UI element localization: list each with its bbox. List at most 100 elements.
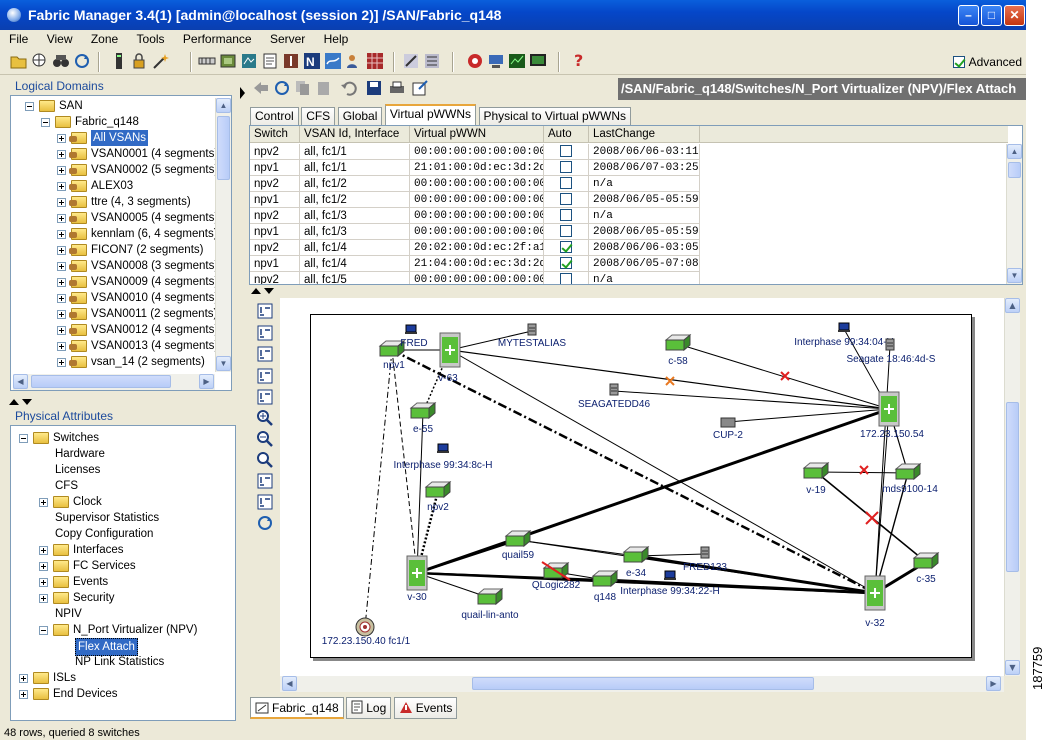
help-icon[interactable]: ? (574, 51, 584, 70)
auto-checkbox[interactable] (560, 177, 572, 189)
node-npv1[interactable] (378, 339, 406, 358)
overview-icon[interactable] (256, 302, 274, 320)
layout-icon[interactable] (256, 324, 274, 342)
switch-cell[interactable]: npv2 (250, 240, 300, 256)
expand-icon[interactable] (39, 578, 48, 587)
link-q148-v32[interactable] (604, 578, 876, 595)
refresh-icon[interactable] (273, 79, 291, 97)
binoculars-icon[interactable] (52, 52, 70, 70)
last-cell[interactable]: 2008/06/06-03:11:25 (589, 144, 700, 160)
menu-zone[interactable]: Zone (90, 32, 119, 46)
expand-icon[interactable] (57, 166, 66, 175)
expand-icon[interactable] (19, 674, 28, 683)
tab-fabric-q148[interactable]: Fabric_q148 (250, 697, 344, 719)
pwwn-cell[interactable]: 00:00:00:00:00:00:00:00 (410, 144, 544, 160)
link-seagate1-v32[interactable] (874, 345, 891, 594)
scroll-right-icon[interactable]: ▶ (199, 374, 214, 389)
collapse-up-icon[interactable] (8, 398, 34, 406)
open-folder-icon[interactable] (10, 52, 28, 70)
menu-help[interactable]: Help (323, 32, 349, 46)
auto-checkbox[interactable] (560, 161, 572, 173)
pwwn-cell[interactable]: 00:00:00:00:00:00:00:00 (410, 224, 544, 240)
switch-cell[interactable]: npv1 (250, 192, 300, 208)
menu-file[interactable]: File (9, 32, 29, 46)
link-cup2-sw17223[interactable] (727, 408, 890, 423)
collapse-icon[interactable] (25, 102, 34, 111)
node-interphase3[interactable] (664, 570, 676, 580)
menu-tools[interactable]: Tools (136, 32, 165, 46)
col-switch[interactable]: Switch (250, 126, 300, 143)
node-fred[interactable] (405, 324, 417, 334)
title-bar[interactable]: Fabric Manager 3.4(1) [admin@localhost (… (0, 0, 1026, 30)
last-cell[interactable]: 2008/06/05-07:08:38 (589, 256, 700, 272)
switch-cell[interactable]: npv2 (250, 272, 300, 284)
expand-icon[interactable] (57, 310, 66, 319)
logical-domains-hscroll[interactable]: ◀ ▶ (13, 374, 215, 390)
refresh-icon[interactable] (73, 52, 91, 70)
menu-server[interactable]: Server (269, 32, 306, 46)
auto-checkbox[interactable] (560, 273, 572, 284)
vsan-cell[interactable]: all, fc1/5 (300, 272, 410, 284)
expand-icon[interactable] (39, 594, 48, 603)
zoom-in-icon[interactable] (256, 409, 274, 427)
minimize-button[interactable]: – (958, 5, 979, 26)
tab-cfs[interactable]: CFS (301, 107, 336, 125)
node-sw17223[interactable] (878, 391, 900, 427)
last-cell[interactable]: n/a (589, 272, 700, 284)
paste-icon[interactable] (315, 79, 333, 97)
back-icon[interactable] (252, 79, 270, 97)
ping-icon[interactable] (402, 52, 420, 70)
last-cell[interactable]: 2008/06/07-03:25:18 (589, 160, 700, 176)
expand-icon[interactable] (57, 182, 66, 191)
col-lastchange[interactable]: LastChange (589, 126, 700, 143)
traffic-icon[interactable] (324, 52, 342, 70)
scroll-left-icon[interactable]: ◀ (282, 676, 297, 691)
zone-icon[interactable] (219, 52, 237, 70)
last-cell[interactable]: 2008/06/05-05:59:21 (589, 224, 700, 240)
auto-checkbox[interactable] (560, 209, 572, 221)
vsan-cell[interactable]: all, fc1/1 (300, 144, 410, 160)
node-ext[interactable] (355, 617, 375, 637)
undo-icon[interactable] (340, 79, 358, 97)
auto-checkbox[interactable] (560, 145, 572, 157)
menu-view[interactable]: View (46, 32, 73, 46)
switch-cell[interactable]: npv1 (250, 256, 300, 272)
zoom-fit-icon[interactable] (256, 451, 274, 469)
link-sw17223-v32[interactable] (874, 408, 890, 594)
expand-icon[interactable] (57, 214, 66, 223)
node-quail59[interactable] (504, 529, 532, 548)
scroll-left-icon[interactable]: ◀ (13, 374, 28, 389)
pwwn-cell[interactable]: 00:00:00:00:00:00:00:00 (410, 192, 544, 208)
select-icon[interactable] (256, 472, 274, 490)
expand-icon[interactable] (57, 342, 66, 351)
pwwn-cell[interactable]: 00:00:00:00:00:00:00:00 (410, 208, 544, 224)
map-vscroll[interactable]: ▲ ▼ (1004, 298, 1020, 676)
scroll-thumb[interactable] (1006, 402, 1019, 572)
auto-checkbox[interactable] (560, 193, 572, 205)
node-cup2[interactable] (720, 417, 736, 428)
expand-icon[interactable] (57, 262, 66, 271)
expand-icon[interactable] (57, 278, 66, 287)
tab-events[interactable]: Events (393, 697, 458, 719)
node-v63[interactable] (439, 332, 461, 368)
last-cell[interactable]: 2008/06/05-05:59:21 (589, 192, 700, 208)
redraw-icon[interactable] (256, 367, 274, 385)
link-v30-sw17223[interactable] (416, 407, 890, 575)
tab-physical-to-virtual-pwwns[interactable]: Physical to Virtual pWWNs (478, 107, 631, 125)
auto-checkbox[interactable] (560, 225, 572, 237)
link-npv1-v30[interactable] (391, 349, 418, 574)
fabric-config-icon[interactable] (198, 52, 216, 70)
maximize-button[interactable]: □ (981, 5, 1002, 26)
tab-control[interactable]: Control (250, 107, 299, 125)
pwwn-cell[interactable]: 00:00:00:00:00:00:00:00 (410, 176, 544, 192)
collapse-icon[interactable] (39, 626, 48, 635)
last-cell[interactable]: 2008/06/06-03:05:20 (589, 240, 700, 256)
node-c58[interactable] (664, 333, 692, 352)
node-fred133[interactable] (700, 546, 710, 559)
alert-icon[interactable] (466, 52, 484, 70)
